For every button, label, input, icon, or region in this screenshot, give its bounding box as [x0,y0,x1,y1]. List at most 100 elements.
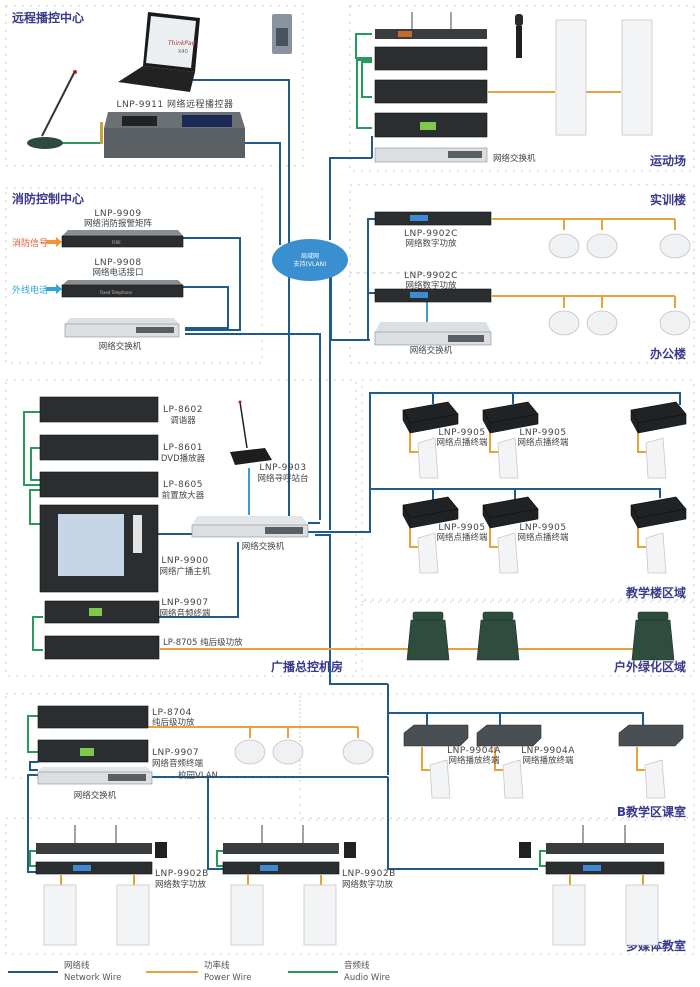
lnp9908-device: Fixed Telephone [61,280,184,298]
lnp9907-room-device [44,600,160,624]
zone-sports-field [349,5,695,172]
lnp9911-device [100,112,245,158]
wire-switch-to-mm1 [27,774,40,873]
office-ceiling-speaker-icon [548,310,691,336]
wire-lnp9911-to-lan [245,142,281,245]
wire-8601-8605 [30,447,40,481]
desk-microphone-icon [27,70,77,149]
lnp9905-name-1: 网络点播终端 [436,437,488,448]
sports-audio-terminal-device [374,112,488,138]
lnp9905-name-2: 网络点播终端 [517,437,569,448]
legend-audio-cn: 音频线 [344,960,370,971]
zone-training-building [349,184,695,274]
lan-cloud-line2: 支持(VLAN) [294,260,327,268]
sports-switch-device [374,147,488,163]
office-switch-label: 网络交换机 [410,345,453,356]
garden-speaker-icon [406,611,675,661]
zone-title-fire-center: 消防控制中心 [12,191,84,206]
lnp9902c-training-model: LNP-9902C [404,229,458,239]
lp8704-model: LP-8704 [152,708,192,718]
wire-lnp9908-to-switch [183,286,229,329]
wire-sports-a2 [361,61,372,98]
lnp9903-model: LNP-9903 [259,463,306,473]
lp8602-device [39,396,159,423]
wire-9907-8705 [32,616,43,651]
wire-t5-spk [489,528,498,548]
wire-office-to-9902c-1 [367,218,378,340]
lp8601-model: LP-8601 [163,443,203,453]
lnp9904a-name-2: 网络播放终端 [522,755,574,766]
lp8704-name: 纯后级功放 [152,717,195,728]
zone-title-teaching-area: 教学楼区域 [625,585,686,600]
wire-t3-spk [637,433,646,453]
wire-mm3-audio [539,850,546,867]
wire-lan-to-sports [329,157,372,240]
lnp9907-room-name: 网络音频终端 [159,608,211,619]
lnp9909-device: FIRE [61,230,184,248]
lp8605-name: 前置放大器 [162,490,205,501]
lnp9905-model-4: LNP-9905 [519,523,566,533]
lnp9902c-training-name: 网络数字功放 [405,238,457,249]
legend-network-cn: 网络线 [64,960,90,971]
wireless-receiver-device [375,12,487,39]
lp8705-device [44,635,160,660]
wire-sports-a1 [355,33,372,59]
sports-switch-label: 网络交换机 [493,153,536,164]
fire-switch-device [64,318,180,338]
lnp9908-model: LNP-9908 [94,258,141,268]
wire-8704-9907 [27,715,38,753]
lower-ceiling-speaker-icon [234,739,374,765]
lnp9905-model-2: LNP-9905 [519,428,566,438]
lnp9905-model-1: LNP-9905 [438,428,485,438]
zone-outdoor-green [361,601,695,677]
zone-title-training-building: 实训楼 [650,192,686,207]
zone-broadcast-sub [5,693,301,779]
b-wall-speaker-icon [429,759,666,799]
sports-amplifier-device [374,79,488,104]
remote-control-icon [272,14,292,54]
lower-switch-label: 网络交换机 [74,790,117,801]
mm-unit-2 [222,825,356,875]
lnp9909-panel-text: FIRE [112,240,121,245]
wire-lnp9909-to-switch [183,237,241,331]
lp8602-model: LP-8602 [163,405,203,415]
legend: 网络线 Network Wire 功率线 Power Wire 音频线 Audi… [8,960,390,983]
fire-signal-arrow-icon [46,237,62,247]
wire-t2-spk [489,433,498,453]
zone-fire-center [5,187,263,364]
laptop-model: X40 [178,49,188,55]
wall-speaker-icon [417,437,667,574]
zone-title-sports-field: 运动场 [650,154,686,168]
lnp9909-name: 网络消防报警矩阵 [84,218,153,229]
wire-b1-spk [421,747,430,771]
wire-t6-spk [637,528,646,548]
lnp9902c-lcd [410,215,428,221]
legend-power-en: Power Wire [204,973,252,983]
wire-to-teaching-row2 [370,488,661,498]
lnp9904a-name-1: 网络播放终端 [448,755,500,766]
column-speaker-icon [555,19,653,136]
wire-t1-spk [409,433,418,453]
wire-9907-to-switch [29,761,38,771]
lnp9902b-name-2: 网络数字功放 [342,879,394,890]
outside-phone-label: 外线电话 [12,284,48,296]
lnp9908-panel-text: Fixed Telephone [100,290,132,295]
wire-t4-spk [409,528,418,548]
sports-mixer-device [374,46,488,71]
lnp9905-terminal-icon [402,401,687,529]
lnp9907-room-model: LNP-9907 [161,598,208,608]
zone-broadcast-room [5,379,357,677]
lnp9900-model: LNP-9900 [161,556,208,566]
wire-lower-trunk [315,534,388,685]
wire-b3-spk [636,747,645,771]
zone-title-remote-center: 远程播控中心 [12,10,84,25]
wire-b-classroom-bus [388,712,644,725]
lnp9911-label: LNP-9911 网络远程播控器 [117,98,234,110]
lp8602-name: 调谐器 [170,415,196,426]
wire-mm2-audio [216,850,223,867]
fire-signal-label: 消防信号 [12,237,48,249]
zone-teaching-area [361,379,695,601]
lnp9907-lower-model: LNP-9907 [152,748,199,758]
zone-title-office-building: 办公楼 [650,346,686,361]
